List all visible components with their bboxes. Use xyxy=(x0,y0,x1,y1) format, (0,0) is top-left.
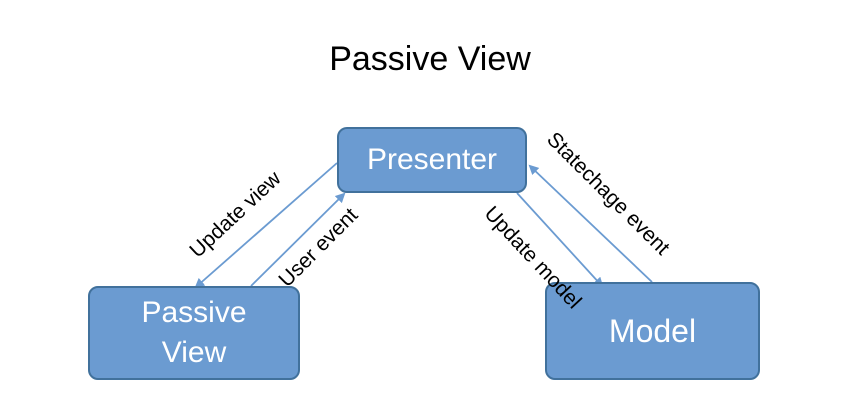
diagram-title: Passive View xyxy=(329,40,531,78)
passive-view-label-line2: View xyxy=(161,336,227,369)
presenter-box: Presenter xyxy=(337,127,527,193)
model-box: Model xyxy=(545,282,760,380)
passive-view-label-line1: Passive xyxy=(141,296,247,329)
presenter-label: Presenter xyxy=(366,143,498,176)
update-view-arrow xyxy=(194,162,338,289)
model-label: Model xyxy=(608,312,697,349)
statechange-event-arrow xyxy=(528,164,653,283)
passive-view-box: Passive View xyxy=(88,286,300,380)
user-event-arrow xyxy=(250,192,346,287)
update-model-arrow xyxy=(516,192,604,288)
